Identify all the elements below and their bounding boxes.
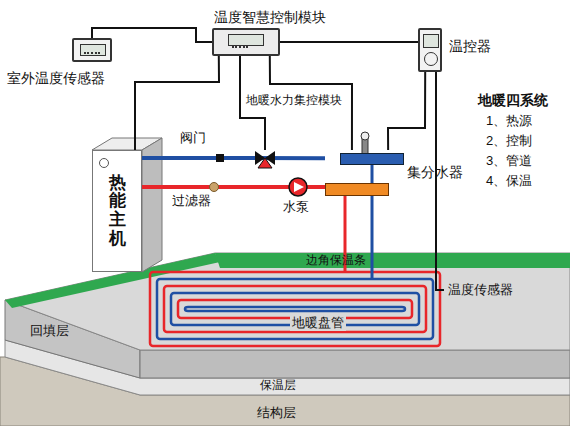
coil-loop	[185, 307, 405, 311]
device-label: 集分水器	[407, 164, 463, 180]
control-wire	[388, 72, 425, 150]
distributor-bar	[340, 153, 404, 165]
floor-heating-coil	[150, 272, 440, 346]
coil-loop	[164, 286, 426, 332]
device-screen	[228, 34, 264, 46]
thermostat-device: 温控器	[418, 28, 442, 72]
filter-symbol	[210, 183, 219, 192]
system-list-item: 4、保温	[486, 174, 532, 189]
coil-loop	[157, 279, 433, 339]
device-label: 温控器	[449, 38, 491, 54]
system-list-item: 3、管道	[486, 154, 532, 169]
collector-bar	[325, 183, 389, 196]
part-label: 温度传感器	[448, 283, 513, 298]
part-label: 地暖水力集控模块	[246, 94, 342, 108]
device-buttons	[232, 46, 248, 51]
three-way-valve	[258, 158, 272, 168]
manifold-gauge	[361, 132, 369, 140]
system-list-item: 1、热源	[486, 114, 532, 129]
part-label: 水泵	[283, 200, 309, 215]
sensor-wire	[436, 72, 444, 290]
heating-pipe	[142, 156, 325, 160]
indicator-light	[99, 158, 109, 168]
control-wire	[135, 56, 219, 150]
part-label: 地暖盘管	[290, 316, 346, 331]
unit-name: 热能主机	[109, 174, 126, 249]
pump-symbol	[289, 178, 307, 196]
device-buttons	[84, 52, 100, 57]
control-wire	[280, 41, 418, 43]
control-module-device: 温度智慧控制模块	[212, 28, 280, 56]
system-list-item: 地暖四系统	[478, 92, 548, 108]
device-label: 温度智慧控制模块	[214, 9, 326, 25]
floor-top-surface	[5, 253, 570, 350]
pump-symbol	[294, 182, 304, 192]
part-label: 结构层	[255, 406, 298, 421]
device-screen	[423, 34, 439, 48]
valve-symbol	[216, 154, 224, 162]
device-dial	[424, 52, 438, 66]
heat-source-unit: 热能主机	[92, 150, 142, 272]
part-label: 过滤器	[172, 194, 211, 209]
manifold: 集分水器	[325, 150, 402, 198]
backfill-front	[140, 350, 570, 378]
edge-insulation-strip	[215, 253, 570, 268]
part-label: 阀门	[180, 131, 206, 146]
system-list-item: 2、控制	[486, 134, 532, 149]
part-label: 边角保温条	[306, 254, 366, 268]
coil-loop	[150, 272, 440, 346]
part-label: 回填层	[30, 324, 69, 339]
outdoor-sensor-device: 室外温度传感器	[72, 38, 112, 62]
device-label: 室外温度传感器	[7, 70, 105, 86]
part-label: 保温层	[258, 379, 298, 393]
riser-pipe	[371, 160, 374, 279]
